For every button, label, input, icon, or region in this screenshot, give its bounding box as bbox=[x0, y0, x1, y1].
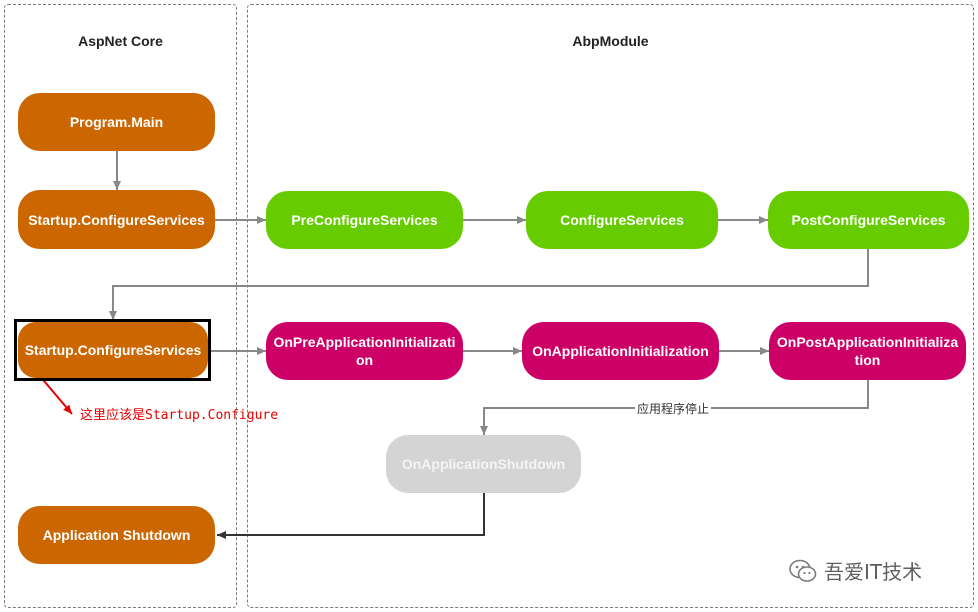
node-on-application-initialization[interactable]: OnApplicationInitialization bbox=[522, 322, 719, 380]
wechat-icon bbox=[788, 558, 818, 584]
watermark: 吾爱IT技术 bbox=[788, 556, 922, 585]
node-application-shutdown[interactable]: Application Shutdown bbox=[18, 506, 215, 564]
node-configure-services[interactable]: ConfigureServices bbox=[526, 191, 718, 249]
lane-title-aspnet-core: AspNet Core bbox=[78, 33, 163, 49]
highlight-box bbox=[14, 319, 211, 381]
watermark-text: 吾爱IT技术 bbox=[824, 560, 923, 584]
node-on-pre-application-initialization[interactable]: OnPreApplicationInitialization bbox=[266, 322, 463, 380]
node-program-main[interactable]: Program.Main bbox=[18, 93, 215, 151]
annotation-note: 这里应该是Startup.Configure bbox=[80, 408, 279, 423]
edge-label-app-stop: 应用程序停止 bbox=[635, 400, 712, 417]
lane-abp-module: AbpModule bbox=[247, 4, 974, 608]
node-startup-configure-services-second[interactable]: Startup.ConfigureServices bbox=[18, 322, 208, 378]
node-pre-configure-services[interactable]: PreConfigureServices bbox=[266, 191, 463, 249]
node-startup-configure-services[interactable]: Startup.ConfigureServices bbox=[18, 190, 215, 249]
node-post-configure-services[interactable]: PostConfigureServices bbox=[768, 191, 969, 249]
node-on-post-application-initialization[interactable]: OnPostApplicationInitialization bbox=[769, 322, 966, 380]
lane-title-abp-module: AbpModule bbox=[572, 33, 649, 49]
node-on-application-shutdown[interactable]: OnApplicationShutdown bbox=[386, 435, 581, 493]
